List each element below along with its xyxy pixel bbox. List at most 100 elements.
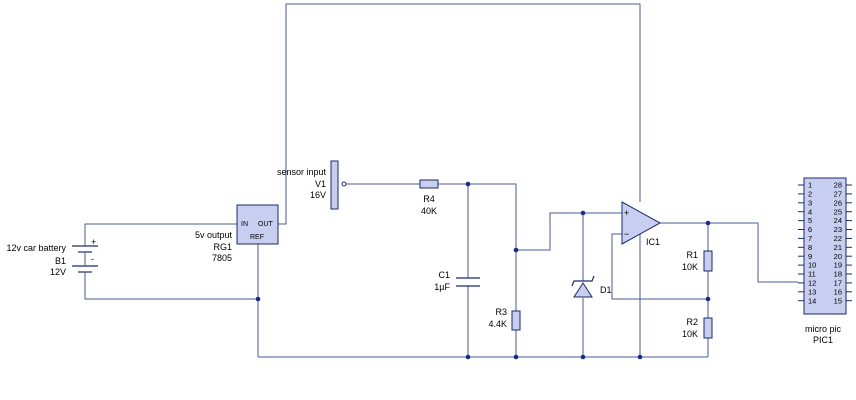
mcu-pin-number-left: 10 bbox=[808, 261, 816, 270]
sensor-v1: sensor input V1 16V bbox=[277, 160, 347, 210]
resistor-r4: R4 40K bbox=[419, 179, 439, 216]
battery-b1: + - 12v car battery B1 12V bbox=[6, 237, 98, 278]
mcu-pin-number-right: 17 bbox=[834, 279, 842, 288]
junctions bbox=[255, 181, 711, 360]
mcu-pin-number-left: 6 bbox=[808, 225, 812, 234]
mcu-pin-number-right: 15 bbox=[834, 296, 842, 305]
resistor-body bbox=[419, 179, 439, 189]
mcu-pin-number-right: 22 bbox=[834, 234, 842, 243]
mcu-pin-number-right: 26 bbox=[834, 198, 842, 207]
regulator-value: 7805 bbox=[212, 253, 232, 263]
mcu-pin-number-right: 28 bbox=[834, 181, 842, 190]
mcu-pin-number-right: 21 bbox=[834, 243, 842, 252]
regulator-ref: RG1 bbox=[213, 242, 232, 252]
junction bbox=[705, 220, 711, 226]
resistor-body bbox=[703, 250, 713, 272]
opamp-body bbox=[621, 201, 662, 245]
regulator-pin-in: IN bbox=[241, 221, 248, 228]
mcu-ref: PIC1 bbox=[813, 335, 833, 345]
mcu-body bbox=[803, 177, 847, 315]
opamp-ref: IC1 bbox=[646, 237, 660, 247]
diode-body bbox=[573, 282, 593, 298]
junction bbox=[580, 210, 586, 216]
regulator-pin-out: OUT bbox=[258, 221, 274, 228]
wire-to-mcu bbox=[708, 222, 798, 283]
sensor-value: 16V bbox=[310, 190, 326, 200]
wire-battery-plus bbox=[84, 223, 237, 240]
wire-battery-minus bbox=[84, 278, 258, 300]
mcu-pin-number-left: 8 bbox=[808, 243, 812, 252]
mcu-pin-number-right: 20 bbox=[834, 252, 842, 261]
mcu-pin-number-left: 13 bbox=[808, 287, 816, 296]
resistor-r1: R1 10K bbox=[682, 250, 713, 272]
junction bbox=[255, 296, 261, 302]
mcu-pin-number-left: 2 bbox=[808, 190, 812, 199]
mcu-pin-number-left: 11 bbox=[808, 270, 816, 279]
mcu-pin-number-left: 12 bbox=[808, 279, 816, 288]
r3-ref: R3 bbox=[495, 307, 507, 317]
junction bbox=[465, 181, 471, 187]
wire-r4-node bbox=[438, 183, 517, 250]
regulator-rg1: IN OUT REF 5v output RG1 7805 bbox=[195, 204, 279, 263]
battery-ref: B1 bbox=[55, 256, 66, 266]
wire-opamp-minus bbox=[611, 233, 708, 300]
regulator-pin-ref: REF bbox=[250, 234, 264, 241]
c1-value: 1µF bbox=[434, 282, 450, 292]
mcu-pin-number-left: 1 bbox=[808, 181, 812, 190]
resistor-r3: R3 4.4K bbox=[488, 307, 521, 331]
regulator-body bbox=[236, 204, 279, 245]
mcu-pin-number-right: 23 bbox=[834, 225, 842, 234]
mcu-pin-number-left: 4 bbox=[808, 207, 812, 216]
wire-opamp-plus bbox=[516, 212, 622, 251]
diode-cathode-bar bbox=[571, 275, 595, 287]
r1-ref: R1 bbox=[686, 250, 698, 260]
mcu-pin-number-left: 5 bbox=[808, 216, 812, 225]
opamp-minus-sign: − bbox=[624, 229, 629, 239]
mcu-pin-number-right: 16 bbox=[834, 287, 842, 296]
junction bbox=[513, 354, 519, 360]
sensor-body bbox=[330, 160, 339, 210]
junction bbox=[637, 354, 643, 360]
r4-value: 40K bbox=[421, 206, 437, 216]
resistor-body bbox=[703, 317, 713, 339]
mcu-pin-number-right: 27 bbox=[834, 190, 842, 199]
mcu-pin-number-left: 14 bbox=[808, 296, 816, 305]
capacitor-c1: C1 1µF bbox=[434, 270, 480, 292]
mcu-pin-number-left: 3 bbox=[808, 198, 812, 207]
junction bbox=[705, 296, 711, 302]
mcu-pin-number-right: 18 bbox=[834, 270, 842, 279]
r4-ref: R4 bbox=[423, 194, 435, 204]
junction bbox=[513, 247, 519, 253]
battery-desc: 12v car battery bbox=[6, 243, 66, 253]
regulator-desc: 5v output bbox=[195, 230, 233, 240]
mcu-pin-number-right: 25 bbox=[834, 207, 842, 216]
mcu-pin-number-right: 19 bbox=[834, 261, 842, 270]
wires bbox=[84, 3, 798, 358]
r3-value: 4.4K bbox=[488, 319, 507, 329]
r1-value: 10K bbox=[682, 262, 698, 272]
resistor-r2: R2 10K bbox=[682, 317, 713, 339]
c1-ref: C1 bbox=[438, 270, 450, 280]
junction bbox=[580, 354, 586, 360]
junction bbox=[465, 354, 471, 360]
mcu-pin-number-left: 9 bbox=[808, 252, 812, 261]
battery-value: 12V bbox=[50, 267, 66, 277]
opamp-plus-sign: + bbox=[624, 208, 629, 218]
zener-diode-d1: D1 bbox=[571, 275, 612, 298]
d1-ref: D1 bbox=[600, 285, 612, 295]
opamp-ic1: + − IC1 bbox=[621, 201, 662, 247]
mcu-pin-number-right: 24 bbox=[834, 216, 842, 225]
mcu-pin-number-left: 7 bbox=[808, 234, 812, 243]
sensor-terminal bbox=[341, 181, 347, 187]
r2-ref: R2 bbox=[686, 317, 698, 327]
resistor-body bbox=[511, 310, 521, 331]
battery-minus-sign: - bbox=[91, 254, 94, 264]
mcu-desc: micro pic bbox=[805, 324, 842, 334]
sensor-desc: sensor input bbox=[277, 167, 327, 177]
battery-plus-sign: + bbox=[91, 237, 96, 247]
wire-5v-supply bbox=[278, 3, 641, 225]
r2-value: 10K bbox=[682, 329, 698, 339]
